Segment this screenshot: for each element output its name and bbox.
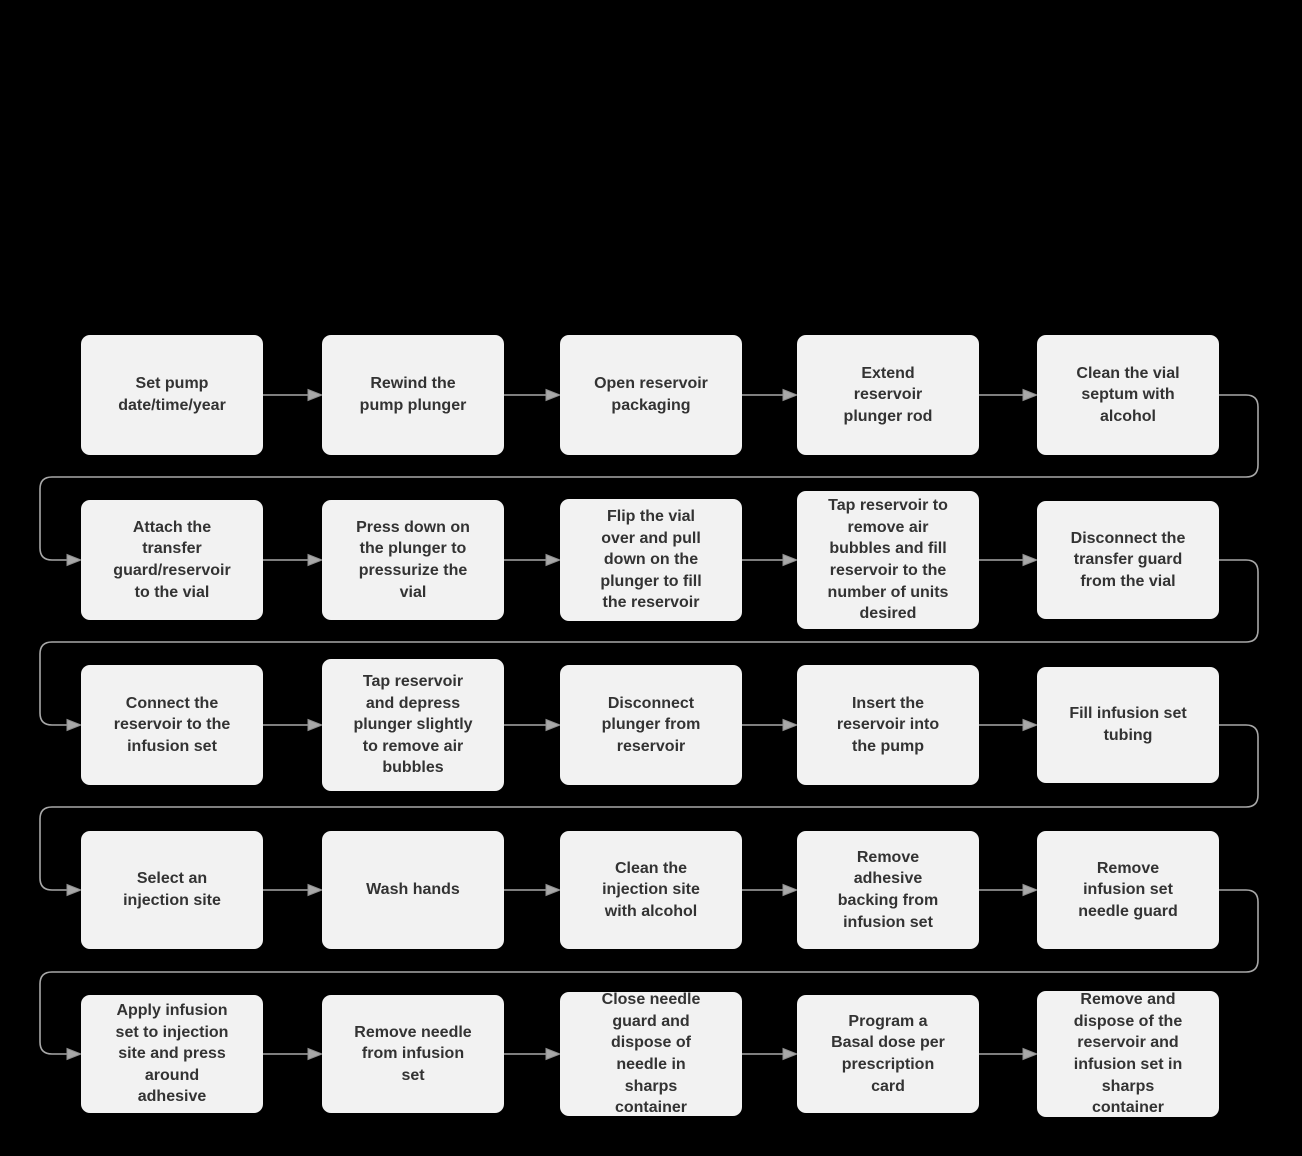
node-attach-transfer-guard: Attach the transfer guard/reservoir to t… — [81, 500, 263, 620]
node-label: Program a Basal dose per prescription ca… — [831, 1012, 945, 1095]
node-label: Select an injection site — [123, 870, 221, 909]
node-program-basal-dose: Program a Basal dose per prescription ca… — [797, 995, 979, 1113]
node-label: Tap reservoir to remove air bubbles and … — [827, 497, 949, 623]
node-label: Set pump date/time/year — [118, 375, 226, 414]
node-label: Connect the reservoir to the infusion se… — [113, 694, 231, 755]
node-open-reservoir-packaging: Open reservoir packaging — [560, 335, 742, 455]
node-label: Close needle guard and dispose of needle… — [601, 991, 701, 1117]
node-pressurize-vial: Press down on the plunger to pressurize … — [322, 500, 504, 620]
node-remove-needle: Remove needle from infusion set — [322, 995, 504, 1113]
node-label: Extend reservoir plunger rod — [843, 364, 933, 425]
node-label: Insert the reservoir into the pump — [836, 694, 940, 755]
node-label: Fill infusion set tubing — [1069, 705, 1187, 744]
node-label: Apply infusion set to injection site and… — [115, 1002, 229, 1106]
node-label: Disconnect the transfer guard from the v… — [1070, 529, 1186, 590]
node-label: Rewind the pump plunger — [359, 375, 467, 414]
node-label: Open reservoir packaging — [594, 375, 708, 414]
node-remove-adhesive-backing: Remove adhesive backing from infusion se… — [797, 831, 979, 949]
node-extend-plunger-rod: Extend reservoir plunger rod — [797, 335, 979, 455]
node-label: Remove needle from infusion set — [354, 1023, 472, 1084]
node-label: Clean the vial septum with alcohol — [1076, 364, 1180, 425]
node-remove-needle-guard: Remove infusion set needle guard — [1037, 831, 1219, 949]
node-tap-reservoir-fill-units: Tap reservoir to remove air bubbles and … — [797, 491, 979, 629]
node-label: Remove and dispose of the reservoir and … — [1073, 991, 1183, 1117]
node-insert-reservoir-pump: Insert the reservoir into the pump — [797, 665, 979, 785]
node-tap-reservoir-remove-bubbles: Tap reservoir and depress plunger slight… — [322, 659, 504, 791]
node-disconnect-plunger: Disconnect plunger from reservoir — [560, 665, 742, 785]
node-dispose-needle-sharps: Close needle guard and dispose of needle… — [560, 991, 742, 1117]
node-label: Disconnect plunger from reservoir — [601, 694, 701, 755]
node-select-injection-site: Select an injection site — [81, 831, 263, 949]
node-flip-vial-fill-reservoir: Flip the vial over and pull down on the … — [560, 499, 742, 621]
node-clean-injection-site: Clean the injection site with alcohol — [560, 831, 742, 949]
node-dispose-reservoir-sharps: Remove and dispose of the reservoir and … — [1037, 991, 1219, 1117]
node-label: Clean the injection site with alcohol — [602, 859, 700, 920]
node-clean-vial-septum: Clean the vial septum with alcohol — [1037, 335, 1219, 455]
node-connect-reservoir-infusion-set: Connect the reservoir to the infusion se… — [81, 665, 263, 785]
node-label: Wash hands — [366, 881, 460, 899]
node-label: Tap reservoir and depress plunger slight… — [353, 673, 473, 777]
node-label: Flip the vial over and pull down on the … — [600, 508, 702, 612]
node-apply-infusion-set: Apply infusion set to injection site and… — [81, 995, 263, 1113]
node-disconnect-transfer-guard: Disconnect the transfer guard from the v… — [1037, 501, 1219, 619]
node-rewind-pump-plunger: Rewind the pump plunger — [322, 335, 504, 455]
node-wash-hands: Wash hands — [322, 831, 504, 949]
node-set-pump-date: Set pump date/time/year — [81, 335, 263, 455]
node-label: Remove adhesive backing from infusion se… — [837, 848, 939, 931]
node-label: Remove infusion set needle guard — [1078, 859, 1178, 920]
node-label: Press down on the plunger to pressurize … — [356, 518, 470, 601]
node-label: Attach the transfer guard/reservoir to t… — [113, 518, 231, 601]
node-fill-infusion-tubing: Fill infusion set tubing — [1037, 667, 1219, 783]
